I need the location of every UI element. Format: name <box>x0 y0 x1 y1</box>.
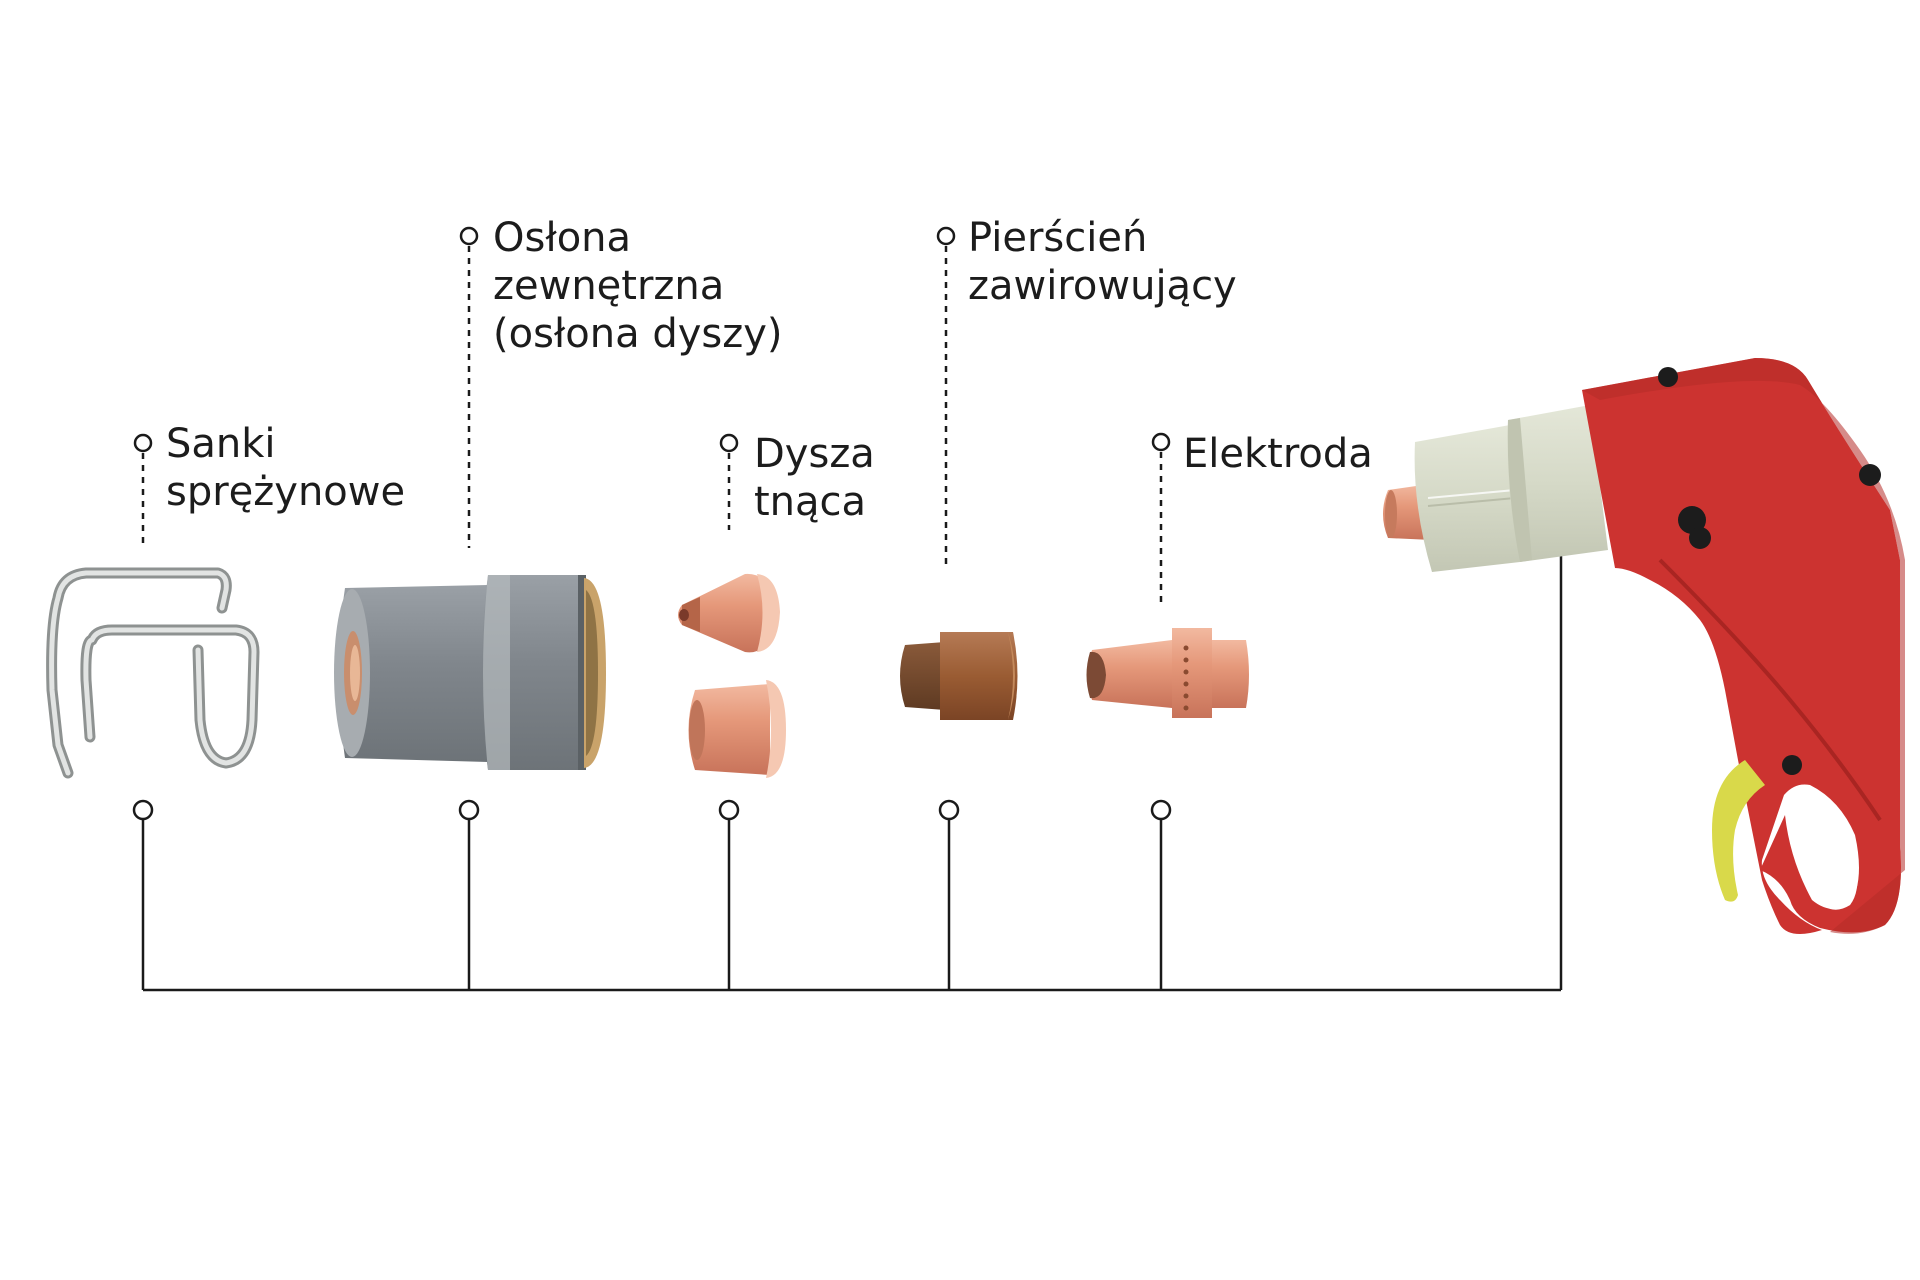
label-springs-line-2: sprężynowe <box>166 469 406 515</box>
marker-nozzle-bottom <box>718 799 740 821</box>
label-springs: Sanki sprężynowe <box>166 420 405 516</box>
label-outer-shield-line-3: (osłona dyszy) <box>493 311 783 357</box>
marker-shield-bottom <box>458 799 480 821</box>
electrode-icon <box>1086 628 1249 718</box>
label-swirl-ring-line-2: zawirowujący <box>968 263 1237 309</box>
shield-cup-icon <box>334 575 606 770</box>
marker-springs-bottom <box>132 799 154 821</box>
nozzle-icon <box>678 573 786 778</box>
marker-swirl-top <box>936 226 956 246</box>
swirl-ring-icon <box>900 632 1018 720</box>
marker-nozzle-top <box>719 433 739 453</box>
marker-shield-top <box>459 226 479 246</box>
label-nozzle: Dysza tnąca <box>754 430 875 526</box>
label-outer-shield-line-1: Osłona <box>493 215 632 261</box>
label-outer-shield-line-2: zewnętrzna <box>493 263 725 309</box>
label-nozzle-line-1: Dysza <box>754 431 875 477</box>
label-nozzle-line-2: tnąca <box>754 479 867 525</box>
label-springs-line-1: Sanki <box>166 421 276 467</box>
label-swirl-ring-line-1: Pierścień <box>968 215 1148 261</box>
marker-electrode-bottom <box>1150 799 1172 821</box>
marker-springs-top <box>133 433 153 453</box>
label-swirl-ring: Pierścień zawirowujący <box>968 214 1237 310</box>
label-outer-shield: Osłona zewnętrzna (osłona dyszy) <box>493 214 783 358</box>
spring-clip-icon <box>46 567 260 779</box>
marker-swirl-bottom <box>938 799 960 821</box>
marker-electrode-top <box>1151 432 1171 452</box>
connector-lines <box>141 246 1563 992</box>
label-electrode-line-1: Elektroda <box>1183 431 1373 477</box>
plasma-torch-icon <box>1383 358 1905 934</box>
label-electrode: Elektroda <box>1183 430 1373 478</box>
